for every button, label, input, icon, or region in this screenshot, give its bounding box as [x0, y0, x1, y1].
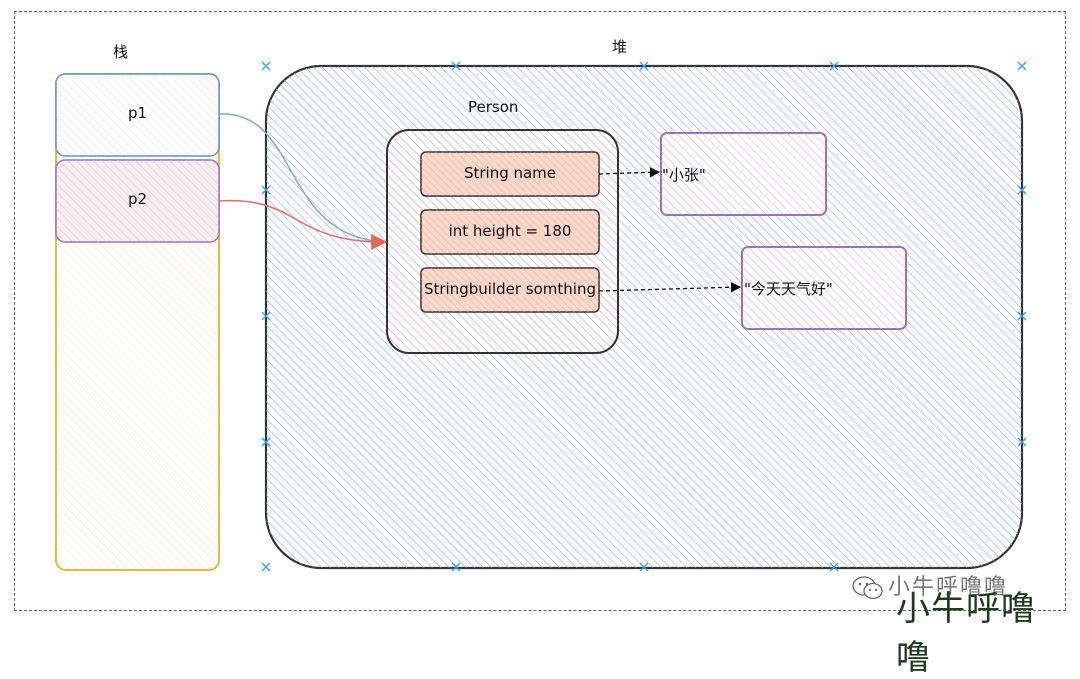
watermark-text-shadow: 小牛呼噜噜 [888, 575, 1009, 600]
arrow-p1-to-person [218, 113, 385, 243]
value-weather-label: "今天天气好" [744, 280, 833, 298]
field-name-label: String name [463, 164, 557, 182]
field-height-label: int height = 180 [448, 222, 572, 240]
person-class-label: Person [468, 98, 519, 116]
field-something-label: Stringbuilder somthing [423, 280, 596, 298]
value-box-xiaozhang [660, 132, 827, 216]
field-box-name [420, 151, 600, 197]
stack-item-p2-label: p2 [127, 190, 148, 208]
selection-handles [261, 61, 1027, 572]
wechat-logo-icon [852, 576, 883, 600]
stack-label: 栈 [113, 43, 129, 61]
heap-region [264, 64, 1024, 570]
heap-label: 堆 [612, 38, 628, 56]
stack-frame-p1 [55, 73, 220, 157]
value-box-weather [741, 246, 907, 330]
value-xiaozhang-label: "小张" [662, 166, 706, 184]
diagram-svg [55, 61, 1027, 572]
arrow-p2-to-person [218, 199, 388, 250]
stack-item-p1-label: p1 [127, 104, 148, 122]
watermark-text: 小牛呼噜噜 [896, 589, 1036, 678]
canvas-selection-frame [14, 11, 1066, 611]
field-box-height [420, 209, 600, 255]
arrow-name-to-value [598, 167, 661, 178]
field-box-something [420, 267, 600, 313]
arrow-something-to-value [598, 282, 742, 293]
stack-frame-p2 [55, 159, 220, 243]
watermark: 小牛呼噜噜 小牛呼噜噜 [848, 567, 1068, 678]
diagram-canvas: 栈 堆 Person p1 p2 String name int height … [14, 11, 1068, 678]
